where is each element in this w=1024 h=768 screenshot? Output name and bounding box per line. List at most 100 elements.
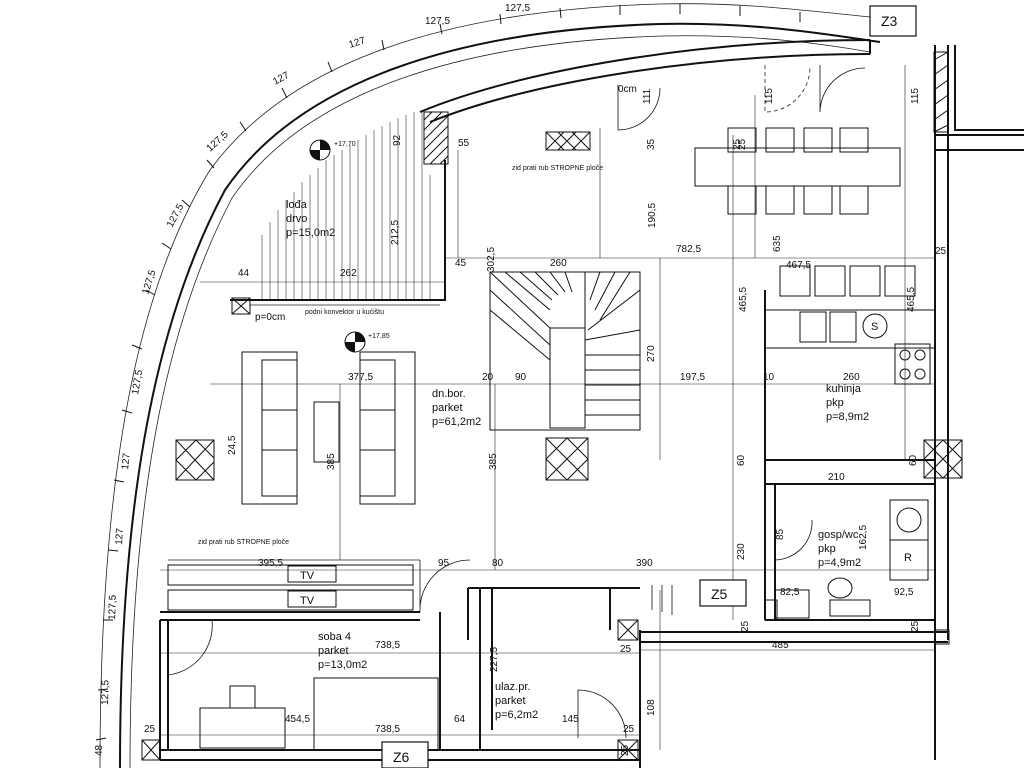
elevation-1-label: +17,70 bbox=[334, 141, 356, 148]
arc-dim: 48 bbox=[94, 744, 105, 756]
dim-label: 25 bbox=[910, 620, 921, 632]
loggia-deck-hatch bbox=[261, 110, 431, 300]
room-label-dnevni: dn.bor. parket p=61,2m2 bbox=[432, 388, 481, 428]
dim-label: 60 bbox=[736, 454, 747, 466]
dim-label: 385 bbox=[326, 453, 337, 470]
dim-label: 10 bbox=[763, 372, 775, 383]
dim-label: 270 bbox=[646, 345, 657, 362]
dim-label: 80 bbox=[492, 558, 504, 569]
dim-label: 210 bbox=[828, 472, 845, 483]
dim-label: 145 bbox=[562, 714, 579, 725]
tv-label-1: TV bbox=[300, 570, 315, 582]
dim-label: 0cm bbox=[618, 84, 637, 95]
dim-label: 454,5 bbox=[285, 714, 310, 725]
dim-label: 115 bbox=[910, 88, 921, 104]
room-label-kuhinja: kuhinja pkp p=8,9m2 bbox=[826, 383, 869, 423]
dim-label: 90 bbox=[515, 372, 527, 383]
dim-label: 20 bbox=[482, 372, 494, 383]
wall-note-left: zid prati rub STROPNE ploče bbox=[198, 539, 289, 546]
sofa bbox=[241, 351, 416, 505]
interior-walls bbox=[160, 290, 935, 750]
room-label-gosp: gosp/wc pkp p=4,9m2 bbox=[818, 529, 861, 569]
bathroom-fixtures bbox=[774, 499, 929, 619]
elevation-2-label: +17,85 bbox=[368, 333, 390, 340]
dim-label: 782,5 bbox=[676, 244, 701, 255]
column-hatch bbox=[141, 51, 963, 761]
soba4-floor: parket bbox=[318, 645, 349, 657]
loggia-railing bbox=[230, 160, 446, 301]
arc-dim: 127,5 bbox=[165, 202, 187, 230]
dim-label: 738,5 bbox=[375, 640, 400, 651]
podni-konvektor-note: podni konvektor u kućištu bbox=[305, 309, 384, 316]
dim-label: 377,5 bbox=[348, 372, 373, 383]
sink-label: S bbox=[871, 321, 878, 333]
dim-label: 162,5 bbox=[858, 525, 869, 550]
dim-label: 82,5 bbox=[780, 587, 800, 598]
outer-arc-dimension bbox=[99, 3, 881, 768]
dim-label: 635 bbox=[772, 235, 783, 252]
dim-label: 390 bbox=[636, 558, 653, 569]
arc-dim: 127,5 bbox=[130, 369, 145, 396]
room-label-soba4: soba 4 parket p=13,0m2 bbox=[318, 631, 367, 671]
dim-label: 111 bbox=[642, 88, 653, 104]
dnevni-floor: parket bbox=[432, 402, 463, 414]
gosp-floor: pkp bbox=[818, 543, 836, 555]
arc-dim: 127 bbox=[120, 452, 133, 470]
dim-label: 302,5 bbox=[486, 247, 497, 272]
arc-dim: 127,5 bbox=[425, 16, 450, 27]
dim-label: 25 bbox=[620, 744, 631, 756]
lodja-floor: drvo bbox=[286, 213, 307, 225]
kuhinja-floor: pkp bbox=[826, 397, 844, 409]
dim-label: 25 bbox=[144, 724, 156, 735]
kuhinja-name: kuhinja bbox=[826, 383, 862, 395]
main-walls bbox=[159, 39, 1024, 768]
zone-z5-box bbox=[699, 579, 747, 607]
dim-label: 55 bbox=[458, 138, 470, 149]
kitchen-counter bbox=[764, 265, 936, 385]
arc-dim: 127,5 bbox=[107, 594, 119, 620]
soba4-area: p=13,0m2 bbox=[318, 659, 367, 671]
dim-label: 35 bbox=[646, 138, 657, 150]
ulaz-name: ulaz.pr. bbox=[495, 681, 530, 693]
dim-label: 227,5 bbox=[489, 647, 500, 672]
dim-label: 385 bbox=[488, 453, 499, 470]
dim-label: 115 bbox=[764, 88, 775, 104]
dim-label: 92,5 bbox=[894, 587, 914, 598]
dnevni-name: dn.bor. bbox=[432, 388, 466, 400]
dim-label: 230 bbox=[736, 543, 747, 560]
room-label-ulaz: ulaz.pr. parket p=6,2m2 bbox=[495, 681, 538, 721]
dim-label: 212,5 bbox=[390, 220, 401, 245]
inner-curved-wall bbox=[129, 35, 871, 768]
lodja-area: p=15,0m2 bbox=[286, 227, 335, 239]
arc-dim: 127 bbox=[348, 35, 368, 51]
arc-dim: 127,5 bbox=[205, 129, 231, 154]
arc-dim: 127,5 bbox=[140, 268, 158, 296]
dim-label: 738,5 bbox=[375, 724, 400, 735]
ulaz-area: p=6,2m2 bbox=[495, 709, 538, 721]
dim-label: 190,5 bbox=[647, 203, 658, 228]
gosp-area: p=4,9m2 bbox=[818, 557, 861, 569]
bed-and-desk bbox=[199, 677, 439, 751]
ulaz-floor: parket bbox=[495, 695, 526, 707]
dim-label: 24,5 bbox=[227, 435, 238, 455]
dim-label: 64 bbox=[454, 714, 466, 725]
dim-label: 60 bbox=[908, 454, 919, 466]
zone-z6-label: Z6 bbox=[393, 749, 410, 765]
dim-label: 25 bbox=[732, 138, 743, 150]
dining-table bbox=[694, 127, 901, 215]
dim-label: 260 bbox=[843, 372, 860, 383]
zone-z6-box bbox=[381, 741, 429, 768]
zone-z3-box bbox=[869, 5, 917, 37]
dnevni-area: p=61,2m2 bbox=[432, 416, 481, 428]
dimension-lines bbox=[160, 65, 935, 750]
dim-label: 395,5 bbox=[258, 558, 283, 569]
kuhinja-area: p=8,9m2 bbox=[826, 411, 869, 423]
dim-label: 45 bbox=[455, 258, 467, 269]
tv-unit bbox=[167, 564, 414, 611]
door-swings bbox=[167, 65, 866, 739]
linear-dimension-labels: 111 115 115 35 25 55 92 212,5 190,5 782,… bbox=[144, 84, 947, 756]
dim-label: 467,5 bbox=[786, 260, 811, 271]
dim-label: 85 bbox=[775, 528, 786, 540]
dim-label: 25 bbox=[737, 138, 748, 150]
